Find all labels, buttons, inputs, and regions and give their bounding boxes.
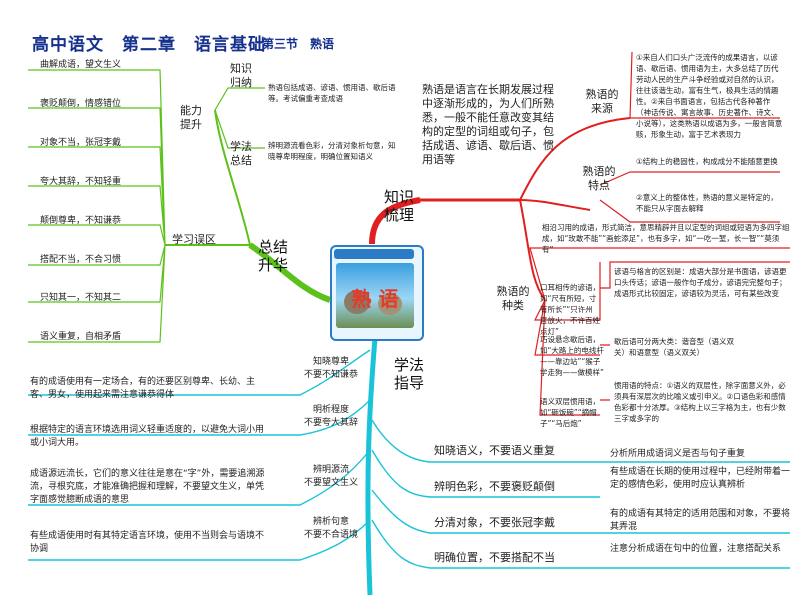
misuse-item: 颠倒尊卑，不知谦恭 [40,216,122,226]
right-method-text: 分析所用成语词义是否与句子重复 [610,449,746,459]
type-3-note: 歇后语可分两大类：谐音型（语义双关）和语意型（语义双关） [614,337,734,357]
left-method-text: 有的成语使用有一定场合，有的还要区别尊卑、长幼、主客、男女，使用起来需注意谦恭得… [30,377,256,400]
feature-label: 熟语的特点 [582,165,616,192]
misuse-item: 褒贬颠倒，情感错位 [40,99,122,109]
page-title: 高中语文 第二章 语言基础 [32,35,266,55]
right-method-text: 有些成语在长期的使用过程中，已经附带着一定的感情色彩，使用时应认真辨析 [610,467,791,490]
left-method-text: 成语源远流长，它们的意义往往是意在“字”外，需要追溯源流，寻根究底，才能准确把握… [30,469,265,505]
left-method-title: 明析程度 不要夸大其辞 [303,405,358,428]
method-node: 学法总结 [230,140,252,167]
right-method-text: 有的成语有其特定的适用范围和对象，不要将其弄混 [610,509,791,532]
source-text: ①来自人们口头广泛流传的成果语言，以谚语、歇后语、惯用语为主，大多总结了历代劳动… [636,53,783,139]
right-method-title: 辨明色彩，不要褒贬颠倒 [434,480,555,493]
left-method-text: 有些成语使用时有其特定语言环境，使用不当则会与语境不协调 [30,531,265,554]
branch-knowledge-label: 知识梳理 [384,188,415,224]
types-label: 熟语的种类 [496,285,530,312]
type-2: 口耳相传的谚语，如“尺有所短，寸有所长”“只许州官放火，不许百姓点灯” [540,283,600,336]
knowledge-node: 知识归纳 [230,62,252,89]
misuse-item: 只知其一，不知其二 [40,293,122,303]
method-summary-text: 辨明源流看色彩，分清对象析句意，知晓尊卑明程度，明确位置知语义 [268,141,396,161]
center-title: 熟 语 [351,287,399,311]
right-method-title: 分清对象，不要张冠李戴 [434,516,555,529]
type-1: 相沿习用的成语，形式简洁，意思精辟并且以定型的词组或短语为多四字组成，如“玫敢不… [542,223,790,254]
branch-methods-label: 学法指导 [394,356,425,392]
feature-2: ②意义上的整体性，熟语的意义是特定的，不能只从字面去解释 [636,193,778,213]
source-label: 熟语的来源 [585,88,619,115]
left-method-text: 根据特定的语言环境选用词义轻重适度的，以避免大词小用或小词大用。 [30,425,265,448]
ability-label: 能力提升 [180,104,202,131]
right-method-title: 明确位置，不要搭配不当 [434,551,555,564]
branch-summary-label: 总结升华 [258,238,289,274]
left-method-title: 辨析句意 不要不合语境 [303,517,358,540]
misuse-item: 搭配不当，不合习惯 [40,255,122,265]
definition-text: 熟语是语言在长期发展过程中逐渐形成的，为人们所熟悉，一般不能任意改变其结构的定型… [422,83,554,166]
feature-1: ①结构上的稳固性，构成成分不能随意更换 [636,157,778,166]
misuse-label: 学习误区 [172,233,216,246]
misuse-item: 曲解成语，望文生义 [40,60,122,70]
misuse-item: 对象不当，张冠李戴 [40,138,122,148]
misuse-item: 语义重复，自相矛盾 [40,332,122,342]
left-method-title: 知晓尊卑 不要不知谦恭 [303,357,358,380]
knowledge-summary-text: 熟语包括成语、谚语、惯用语、歇后语等。考试偏重考查成语 [268,83,396,103]
right-method-text: 注意分析成语在句中的位置，注意搭配关系 [610,544,782,554]
misuse-item: 夸大其辞，不知轻重 [40,177,122,187]
type-2-note: 谚语与格言的区别是：成语大部分是书面语，谚语更口头传话；谚语一般作句子成分，谚语… [614,267,787,298]
center-node: 熟 语 [330,245,424,341]
section-subtitle: 第三节 熟语 [262,37,335,51]
type-3: 巧设悬念歇后语，如“大路上的电线杆——靠边站”“猴子学走狗——做模样” [540,335,604,377]
type-4-note: 惯用语的特点：①语义的双层性，除字面意义外，必须具有深层次的比喻义或引申义。②口… [614,381,786,423]
type-4: 语义双层惯用语，如“砸饭碗”“摘帽子”“马后炮” [540,397,600,428]
left-method-title: 辨明源流 不要望文生义 [303,465,358,488]
right-method-title: 知晓语义，不要语义重复 [434,444,555,457]
